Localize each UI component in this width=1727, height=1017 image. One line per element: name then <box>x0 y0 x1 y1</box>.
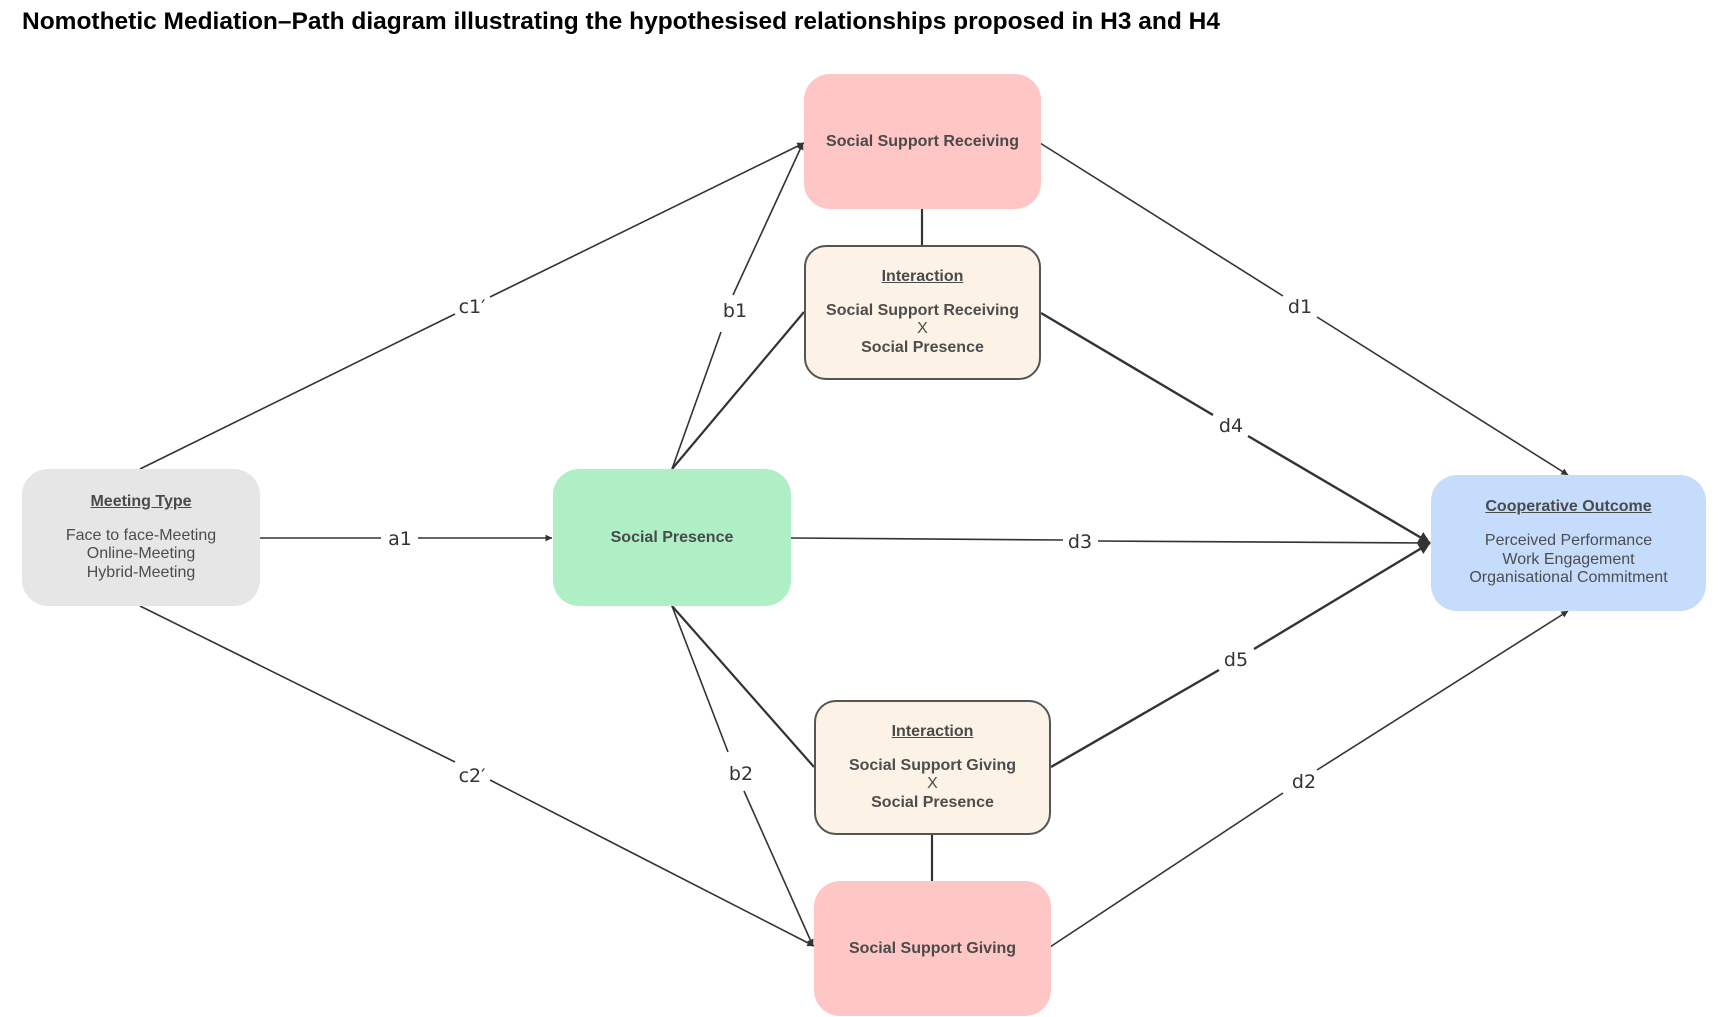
meeting-type-option: Hybrid-Meeting <box>86 563 196 581</box>
interaction-receiving-line: Social Support Receiving <box>826 301 1019 319</box>
path-label-a1: a1 <box>388 528 412 550</box>
path-label-b2: b2 <box>729 763 753 785</box>
path-b1-arrow <box>671 142 804 470</box>
interaction-giving-line: Social Support Giving <box>848 756 1017 774</box>
path-b2-arrow <box>671 605 814 947</box>
path-label-d4: d4 <box>1219 415 1243 437</box>
path-label-d1: d1 <box>1288 296 1312 318</box>
cooperative-outcome-item: Perceived Performance <box>1484 532 1653 550</box>
interaction-receiving-operator: X <box>917 320 928 338</box>
meeting-type-node: Meeting Type Face to face-Meeting Online… <box>22 469 260 606</box>
interaction-giving-line: Social Presence <box>871 793 994 811</box>
path-c2-arrow <box>139 605 815 947</box>
path-d1-arrow <box>1039 142 1569 476</box>
path-label-d5: d5 <box>1224 649 1248 671</box>
path-label-c2: c2′ <box>459 765 486 787</box>
interaction-giving-operator: X <box>927 775 938 793</box>
cooperative-outcome-item: Organisational Commitment <box>1469 569 1668 587</box>
cooperative-outcome-node: Cooperative Outcome Perceived Performanc… <box>1431 475 1706 611</box>
meeting-type-option: Face to face-Meeting <box>65 526 217 544</box>
path-d5-arrow <box>1050 541 1431 769</box>
path-c1-arrow <box>139 142 805 470</box>
cooperative-outcome-heading: Cooperative Outcome <box>1485 498 1652 516</box>
interaction-receiving-heading: Interaction <box>881 267 964 285</box>
social-support-receiving-label: Social Support Receiving <box>826 132 1019 150</box>
interaction-giving-heading: Interaction <box>891 722 974 740</box>
social-support-giving-node: Social Support Giving <box>814 881 1051 1016</box>
social-support-giving-label: Social Support Giving <box>848 939 1017 957</box>
path-d4-arrow <box>1040 311 1431 545</box>
interaction-giving-node: Interaction Social Support Giving X Soci… <box>814 700 1051 835</box>
path-label-d3: d3 <box>1068 531 1092 553</box>
path-d2-arrow <box>1049 610 1569 948</box>
social-support-receiving-node: Social Support Receiving <box>804 74 1041 209</box>
social-presence-node: Social Presence <box>553 469 791 606</box>
meeting-type-heading: Meeting Type <box>90 492 192 510</box>
social-presence-label: Social Presence <box>610 528 734 546</box>
path-label-c1: c1′ <box>459 296 486 318</box>
path-label-b1: b1 <box>723 300 747 322</box>
path-d3-arrow <box>790 537 1431 547</box>
cooperative-outcome-item: Work Engagement <box>1502 550 1635 568</box>
diagram-title: Nomothetic Mediation–Path diagram illust… <box>22 8 1220 35</box>
presence-to-interaction-receiving-link <box>671 311 805 470</box>
interaction-receiving-line: Social Presence <box>861 338 984 356</box>
presence-to-interaction-giving-link <box>671 605 815 768</box>
interaction-receiving-node: Interaction Social Support Receiving X S… <box>804 245 1041 380</box>
path-label-d2: d2 <box>1292 771 1316 793</box>
meeting-type-option: Online-Meeting <box>86 545 196 563</box>
